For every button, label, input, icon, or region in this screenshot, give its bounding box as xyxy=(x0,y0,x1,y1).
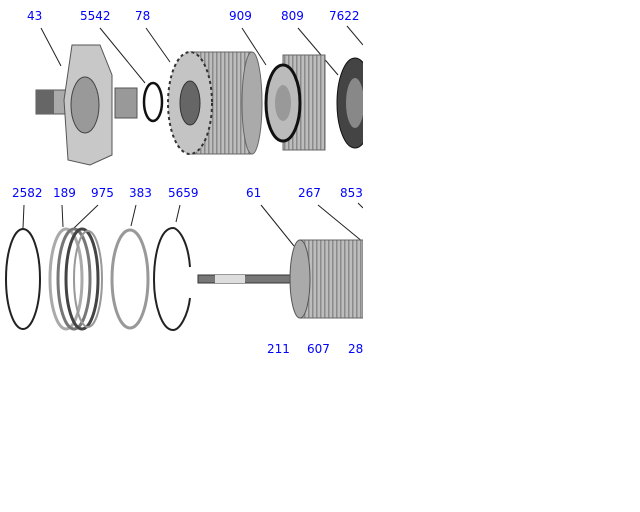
ring-2582-part xyxy=(5,228,41,330)
callout-975[interactable]: 975 xyxy=(91,186,114,200)
callout-383[interactable]: 383 xyxy=(129,186,152,200)
callout-909[interactable]: 909 xyxy=(229,9,252,23)
callout-5659[interactable]: 5659 xyxy=(168,186,199,200)
exploded-parts-diagram: 43 5542 78 909 809 7622 2582 189 975 383… xyxy=(0,0,363,360)
input-shaft-part xyxy=(197,239,363,319)
callout-61[interactable]: 61 xyxy=(246,186,262,200)
parts-illustration xyxy=(5,25,363,332)
snap-ring-part xyxy=(142,81,164,123)
callout-43[interactable]: 43 xyxy=(27,9,43,23)
clutch-drum-part xyxy=(167,51,263,155)
callout-28-clipped[interactable]: 28 xyxy=(348,342,363,356)
ring-383-part xyxy=(110,228,150,330)
callout-5542[interactable]: 5542 xyxy=(80,9,111,23)
piston-part xyxy=(264,54,326,151)
callout-853[interactable]: 853 xyxy=(340,186,363,200)
callout-78[interactable]: 78 xyxy=(135,9,151,23)
clutch-housing-part xyxy=(336,57,363,149)
callout-267[interactable]: 267 xyxy=(298,186,321,200)
callout-809[interactable]: 809 xyxy=(281,9,304,23)
leader-lines xyxy=(22,25,363,247)
callout-607[interactable]: 607 xyxy=(307,342,330,356)
callout-2582[interactable]: 2582 xyxy=(12,186,43,200)
snap-ring-5659-part xyxy=(152,226,191,332)
callout-211[interactable]: 211 xyxy=(267,342,290,356)
pump-assembly-part xyxy=(35,44,138,166)
callout-7622[interactable]: 7622 xyxy=(329,9,360,23)
callout-189[interactable]: 189 xyxy=(53,186,76,200)
clutch-plates-part xyxy=(48,227,103,331)
